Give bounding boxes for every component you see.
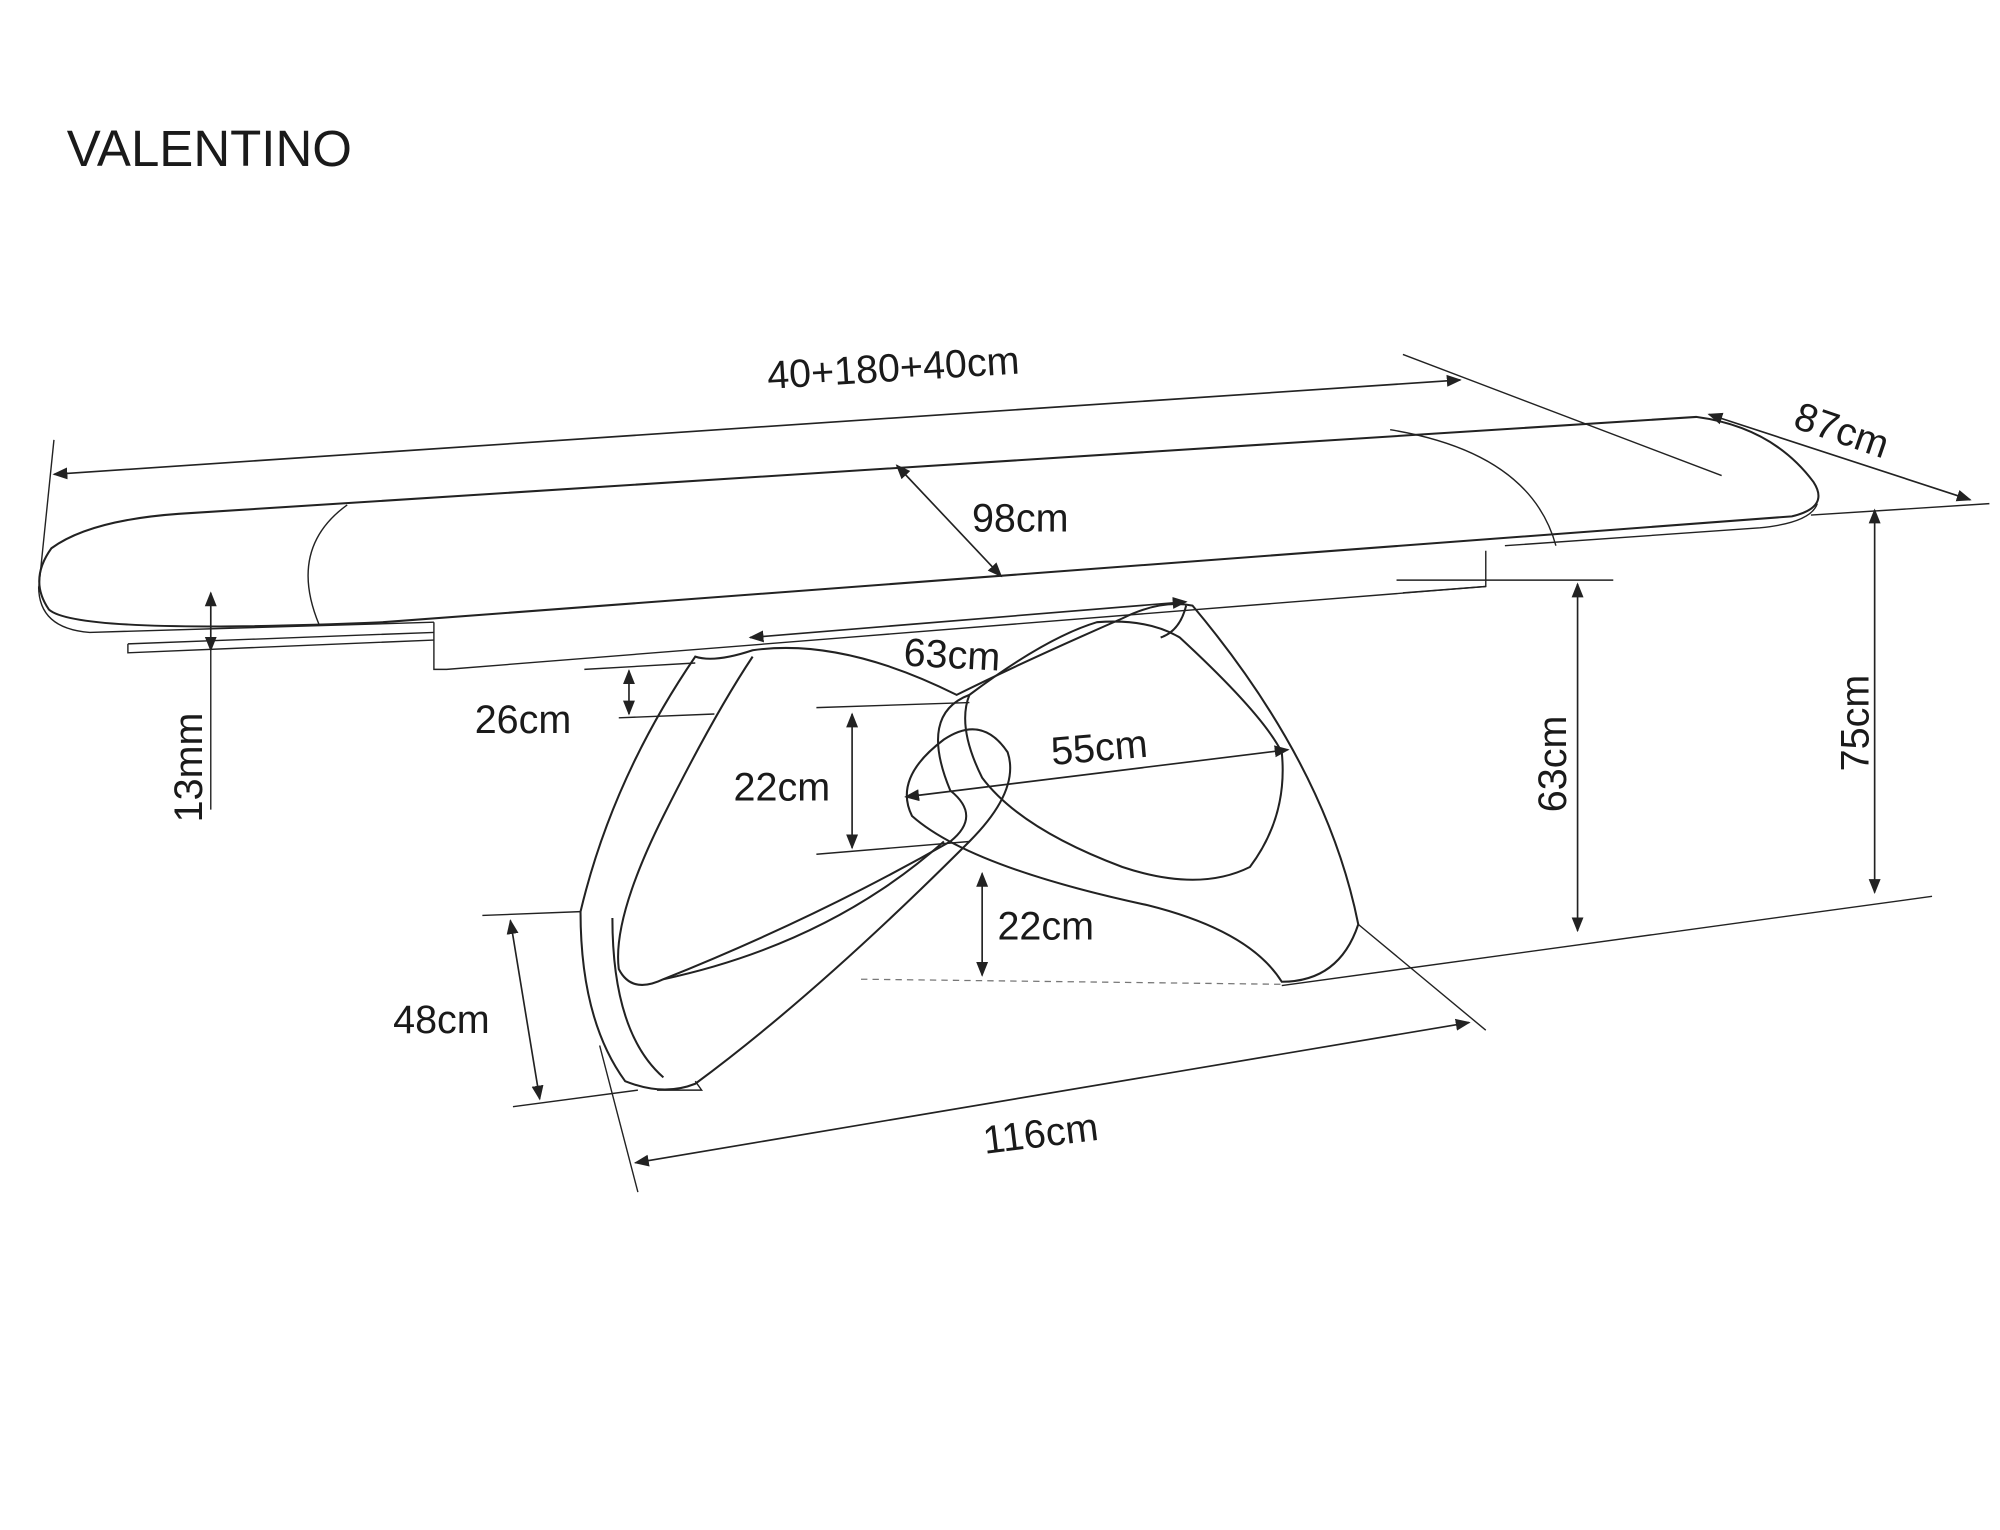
dimension-lines	[37, 353, 1990, 1193]
depth-label: 87cm	[1789, 394, 1895, 467]
inner-depth-label: 98cm	[972, 497, 1069, 541]
top-base-width-label: 63cm	[903, 631, 1002, 680]
base-length-label: 116cm	[980, 1105, 1100, 1163]
loop-inner-height-label: 22cm	[734, 766, 831, 810]
product-title: VALENTINO	[67, 120, 352, 177]
frame-offset-label: 26cm	[475, 698, 572, 742]
tabletop	[37, 415, 1820, 671]
total-height-label: 75cm	[1833, 675, 1877, 772]
top-thickness-label: 13mm	[167, 713, 211, 823]
length-label: 40+180+40cm	[766, 339, 1021, 398]
loop-inner-width-label: 55cm	[1049, 722, 1149, 774]
base-depth-label: 48cm	[393, 998, 490, 1042]
bottom-gap-label: 22cm	[997, 905, 1094, 949]
base-height-label: 63cm	[1531, 716, 1575, 813]
